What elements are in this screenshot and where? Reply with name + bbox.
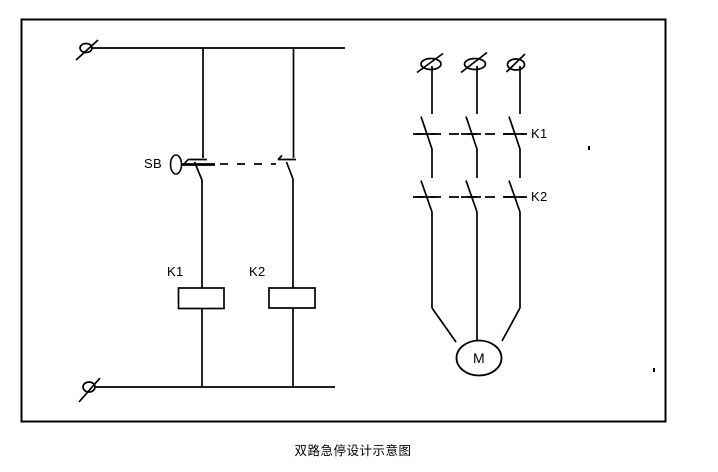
supply-terminal-top-icon xyxy=(75,39,99,61)
supply-terminal-bottom-icon xyxy=(78,377,101,403)
control-circuit xyxy=(75,39,345,403)
contact-k2-label: K2 xyxy=(531,189,548,204)
main-contacts-k2-icon xyxy=(413,180,527,213)
coil-k1-label: K1 xyxy=(167,264,184,279)
nc-contact-2-icon xyxy=(277,154,296,180)
emergency-stop-button-icon xyxy=(169,154,276,175)
sb-label: SB xyxy=(144,156,162,171)
coil-k1-icon xyxy=(177,287,225,310)
phase-terminal-1-icon xyxy=(416,52,444,74)
phase-terminal-3-icon xyxy=(505,53,526,73)
motor-feed-wires xyxy=(431,212,521,343)
branch-1 xyxy=(177,48,225,387)
coil-k2-label: K2 xyxy=(249,264,266,279)
stray-mark xyxy=(588,146,590,150)
nc-contact-1-icon xyxy=(183,158,207,181)
stray-mark xyxy=(653,368,655,372)
motor-icon xyxy=(455,339,503,377)
branch-2 xyxy=(268,48,316,387)
frame-border xyxy=(20,18,667,423)
diagram-title: 双路急停设计示意图 xyxy=(294,444,412,458)
coil-k2-icon xyxy=(268,287,316,309)
phase-terminal-2-icon xyxy=(460,51,488,74)
main-contacts-k1-icon xyxy=(413,116,527,150)
motor-label: M xyxy=(473,350,485,366)
contact-k1-label: K1 xyxy=(531,126,548,141)
power-circuit xyxy=(413,51,527,377)
